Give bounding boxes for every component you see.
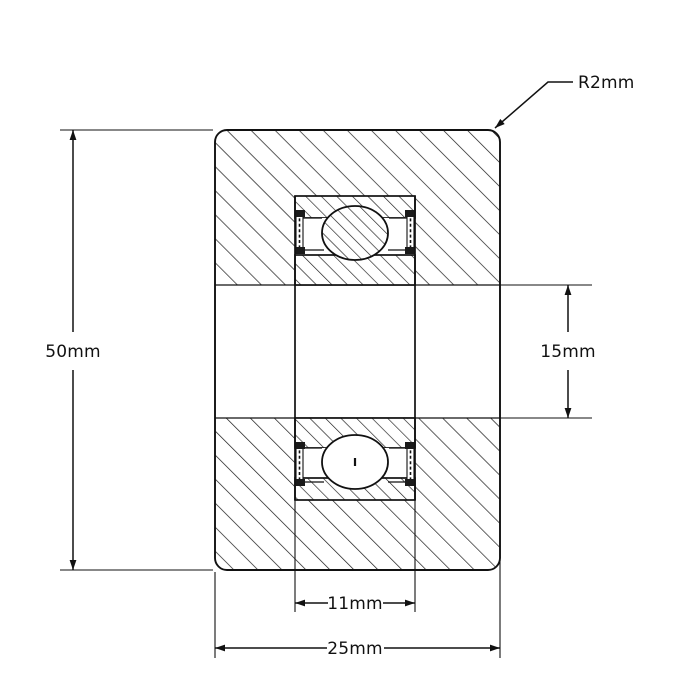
upper-bearing	[294, 195, 416, 286]
upper-bearing-ball	[321, 205, 389, 261]
upper-bearing-seal-right	[405, 210, 415, 254]
bore-side-walls	[294, 196, 416, 500]
annotation-label-r2mm: R2mm	[578, 73, 635, 93]
lower-bearing	[294, 417, 416, 501]
dimension-overall-width: 25mm	[215, 639, 500, 659]
lower-bearing-seal-left	[295, 442, 305, 486]
wheel-body-upper-hatch	[215, 130, 500, 570]
upper-bearing-seal-left	[295, 210, 305, 254]
dimension-label-50mm: 50mm	[45, 342, 101, 362]
dimension-label-25mm: 25mm	[327, 639, 383, 659]
extension-lines	[60, 129, 592, 658]
wheel-body-outline	[214, 129, 501, 571]
wheel-body	[214, 129, 501, 571]
dimension-label-11mm: 11mm	[327, 594, 383, 614]
dimension-bore-height: 15mm	[540, 285, 596, 418]
lower-bearing-ball	[321, 434, 389, 490]
annotation-corner-radius: R2mm	[494, 73, 635, 129]
dimension-overall-height: 50mm	[45, 130, 101, 570]
dimension-bearing-width: 11mm	[295, 594, 415, 614]
leader-line-r2mm	[494, 81, 573, 129]
lower-bearing-seal-right	[405, 442, 415, 486]
dimension-label-15mm: 15mm	[540, 342, 596, 362]
